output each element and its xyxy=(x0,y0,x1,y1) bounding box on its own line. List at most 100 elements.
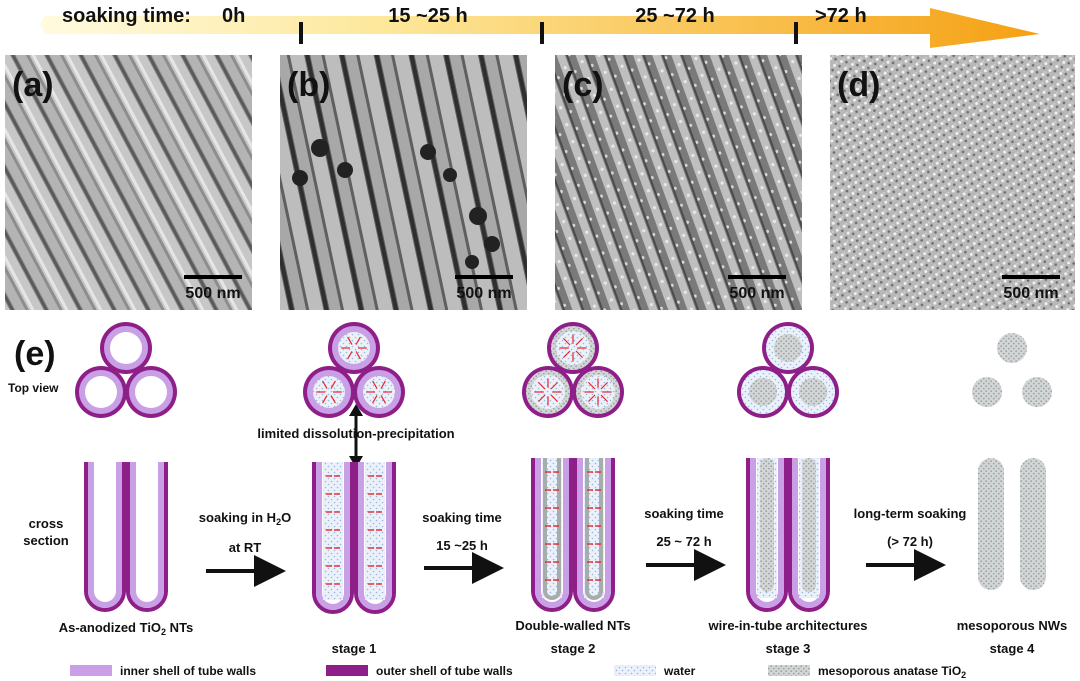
timeline-segment-1: 15 ~25 h xyxy=(388,5,468,27)
top-view-tube-s3-2-wire xyxy=(799,378,827,406)
top-view-tube-s2-0-arrow xyxy=(575,350,584,359)
top-view-tube-s3-1-wire xyxy=(749,378,777,406)
timeline: soaking time: 0h 15 ~25 h 25 ~72 h >72 h xyxy=(40,5,1040,48)
cross-section-tube-s1-0-inner xyxy=(316,462,350,610)
legend-swatch-outer xyxy=(326,665,368,676)
top-view-label: Top view xyxy=(8,381,59,395)
sem-panel-b: (b) 500 nm xyxy=(280,55,527,310)
cross-section-tube-s1-1-water xyxy=(365,462,385,600)
panel-label-a: (a) xyxy=(12,66,54,104)
cross-section-tube-s2-0-outer xyxy=(531,458,573,612)
panel-label-b: (b) xyxy=(287,66,330,104)
top-view-tube-s2-2-arrow xyxy=(587,394,596,403)
transition-arrow-2: soaking time 15 ~25 h xyxy=(422,510,504,584)
legend-text-water: water xyxy=(663,664,696,678)
top-view-tube-s0-0-core xyxy=(110,332,142,364)
top-view-tube-s2-0-arrow xyxy=(562,337,571,346)
cross-section-tube-s1-0-outer xyxy=(312,462,354,614)
cross-section-label-2: section xyxy=(23,533,69,548)
scale-text-b: 500 nm xyxy=(456,285,511,302)
cross-section-tube-s1-1-outer xyxy=(354,462,396,614)
cross-section-tube-s2-0-inner xyxy=(535,458,569,608)
arrow-label-3a: soaking time xyxy=(644,506,723,521)
cross-section-tube-s0-1-inner xyxy=(130,462,164,608)
cross-section-tube-s3-1-wire xyxy=(802,458,816,592)
cross-section-tube-s1-0-water xyxy=(323,462,343,600)
top-view-tube-s1-2-arrow xyxy=(372,395,378,404)
top-view-tube-s0-2-core xyxy=(135,376,167,408)
cross-section-tube-s0-0-inner xyxy=(88,462,122,608)
timeline-segment-0: 0h xyxy=(222,5,245,27)
stage-label-4: stage 4 xyxy=(990,641,1036,656)
top-view-tube-s1-0-arrow xyxy=(355,336,361,345)
top-view-tube-s0-1-core xyxy=(85,376,117,408)
top-view-tube-s1-1-arrow xyxy=(330,380,336,389)
cross-section-tube-s4-1-nanowire xyxy=(1020,458,1046,590)
legend: inner shell of tube walls outer shell of… xyxy=(70,664,966,680)
top-view-tube-s3-0-wire xyxy=(774,334,802,362)
top-view-tube-s1-2-water xyxy=(363,376,395,408)
top-view-tube-s1-1-arrow xyxy=(322,380,328,389)
cross-section-tube-s2-1-outer xyxy=(573,458,615,612)
scale-text-c: 500 nm xyxy=(729,285,784,302)
arrow-label-4b: (> 72 h) xyxy=(887,534,933,549)
cross-section-tube-s3-1-inner xyxy=(792,458,826,608)
cross-section-tube-s3-0-inner xyxy=(750,458,784,608)
top-view-tube-s4-2-nanowire xyxy=(1022,377,1052,407)
timeline-tick-3 xyxy=(794,22,798,44)
top-view-tube-s4-0-nanowire xyxy=(997,333,1027,363)
transition-arrow-3: soaking time 25 ~ 72 h xyxy=(644,506,726,581)
sem-panel-a: (a) 500 nm xyxy=(5,55,252,310)
caption-wire-in-tube: wire-in-tube architectures xyxy=(708,618,868,633)
sem-image-c xyxy=(555,55,802,310)
legend-swatch-inner xyxy=(70,665,112,676)
cross-section-tube-s2-1-meso-shell xyxy=(585,458,603,600)
top-view-tube-s2-0-arrow xyxy=(575,337,584,346)
legend-swatch-water xyxy=(614,665,656,676)
cross-section-tube-s4-0-nanowire xyxy=(978,458,1004,590)
arrow-label-4a: long-term soaking xyxy=(854,506,967,521)
timeline-tick-2 xyxy=(540,22,544,44)
caption-double-walled: Double-walled NTs xyxy=(515,618,630,633)
cross-section-tube-s0-1-outer xyxy=(126,462,168,612)
top-view-tube-s1-2-arrow xyxy=(372,380,378,389)
caption-mesoporous-nws: mesoporous NWs xyxy=(957,618,1068,633)
caption-as-anodized: As-anodized TiO2 NTs xyxy=(59,620,194,637)
top-view-tube-s1-1-water xyxy=(313,376,345,408)
top-view-tube-s2-1-arrow xyxy=(550,394,559,403)
top-view-tube-s4-1-nanowire xyxy=(972,377,1002,407)
stage-label-2: stage 2 xyxy=(551,641,596,656)
schematic xyxy=(75,322,1052,614)
sem-image-d xyxy=(830,55,1075,310)
top-view-tube-s1-0-arrow xyxy=(355,351,361,360)
top-view-tube-s2-0-arrow xyxy=(562,350,571,359)
top-view-tube-s2-2-arrow xyxy=(600,381,609,390)
cross-section-tube-s1-1-inner xyxy=(358,462,392,610)
stage-label-3: stage 3 xyxy=(766,641,811,656)
top-view-tube-s1-2-arrow xyxy=(380,395,386,404)
cross-section-tube-s2-1-inner xyxy=(577,458,611,608)
panel-label-d: (d) xyxy=(837,66,880,104)
cross-section-label-1: cross xyxy=(29,516,64,531)
dissolution-arrowhead-up xyxy=(349,404,363,416)
top-view-tube-s2-2-arrow xyxy=(600,394,609,403)
cross-section-tube-s0-0-outer xyxy=(84,462,126,612)
scale-text-d: 500 nm xyxy=(1003,285,1058,302)
sem-image-b xyxy=(280,55,527,310)
cross-section-tube-s2-0-meso-shell xyxy=(543,458,561,600)
scale-bar-a xyxy=(184,275,242,279)
timeline-prefix: soaking time: xyxy=(62,5,191,27)
arrow-label-1a: soaking in H2O xyxy=(199,510,291,527)
arrow-label-2a: soaking time xyxy=(422,510,501,525)
cross-section-tube-s3-0-outer xyxy=(746,458,788,612)
transition-arrow-4: long-term soaking (> 72 h) xyxy=(854,506,967,581)
legend-swatch-meso xyxy=(768,665,810,676)
top-view-tube-s2-2-arrow xyxy=(587,381,596,390)
top-view-tube-s2-1-arrow xyxy=(550,381,559,390)
cross-section-tube-s3-1-outer xyxy=(788,458,830,612)
cross-section-tube-s3-0-wire xyxy=(760,458,774,592)
sem-panel-d: (d) 500 nm xyxy=(830,55,1075,310)
top-view-tube-s1-1-arrow xyxy=(330,395,336,404)
top-view-tube-s2-1-arrow xyxy=(537,394,546,403)
